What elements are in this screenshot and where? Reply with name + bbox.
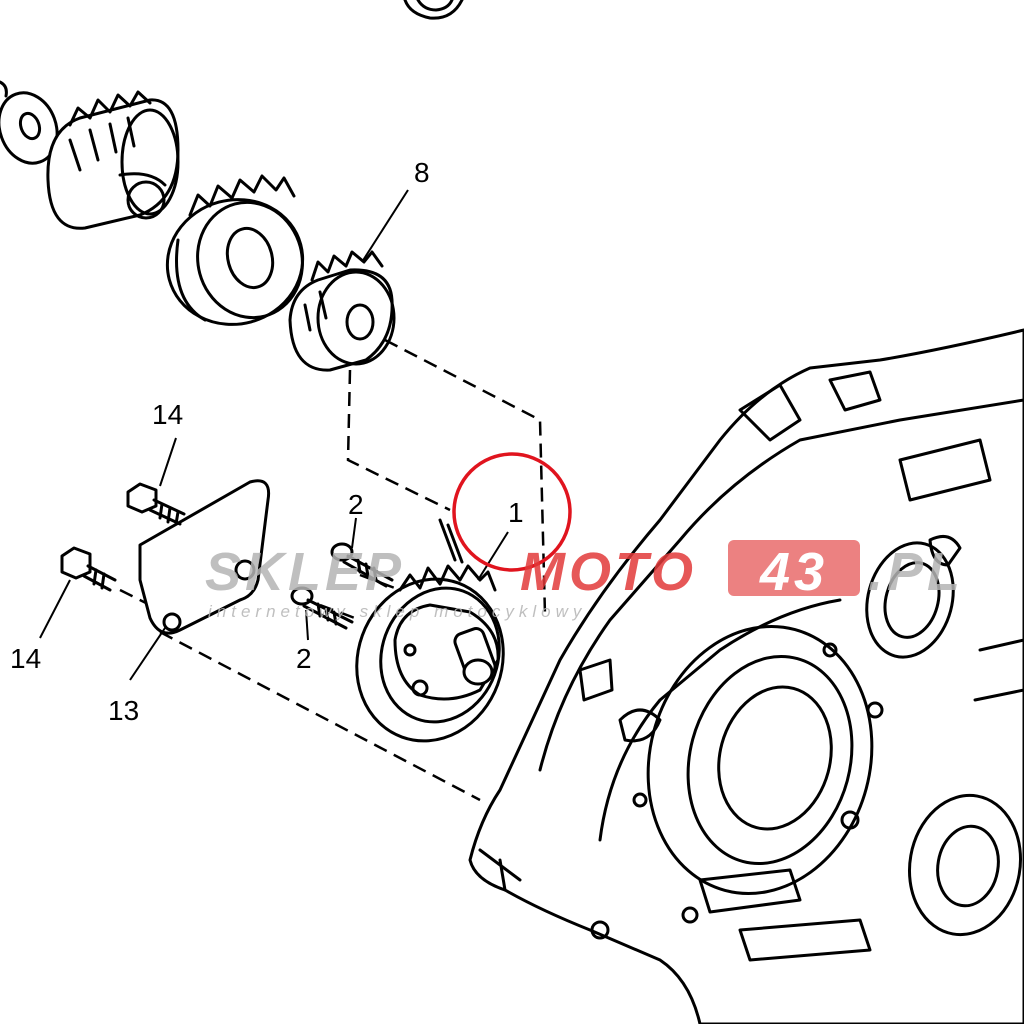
- screw-2-upper: [330, 542, 394, 588]
- callout-8: 8: [414, 157, 430, 188]
- oil-pump-assembly: [355, 518, 505, 743]
- screw-2-lower: [290, 586, 354, 630]
- watermark-tagline: internetowy sklep motocyklowy: [208, 602, 586, 621]
- crankcase-half: [468, 328, 1024, 1024]
- callout-14-upper: 14: [152, 399, 183, 430]
- idler-gear: [165, 174, 305, 326]
- part-8-gear: [288, 250, 396, 372]
- callout-13: 13: [108, 695, 139, 726]
- bolt-14-lower: [60, 546, 117, 592]
- watermark-red-box: [728, 540, 860, 596]
- watermark-brand-d: .PL: [868, 542, 964, 602]
- callout-1: 1: [508, 497, 524, 528]
- callout-14-lower: 14: [10, 643, 41, 674]
- callout-2-lower: 2: [296, 643, 312, 674]
- highlight-circle: [452, 452, 572, 572]
- watermark: SKLEP MOTO 43 .PL internetowy sklep moto…: [205, 540, 964, 621]
- part-13-plate: [138, 479, 271, 635]
- bolt-14-upper: [126, 482, 186, 526]
- leader-lines: [39, 437, 509, 681]
- washer: [0, 80, 59, 165]
- leader-8: [361, 189, 409, 263]
- drive-gear: [46, 90, 180, 230]
- watermark-brand-b: MOTO: [520, 542, 697, 602]
- watermark-brand-c: 43: [759, 542, 828, 602]
- callout-2-upper: 2: [348, 489, 364, 520]
- watermark-brand-a: SKLEP: [205, 542, 405, 602]
- top-partial-part: [403, 0, 464, 20]
